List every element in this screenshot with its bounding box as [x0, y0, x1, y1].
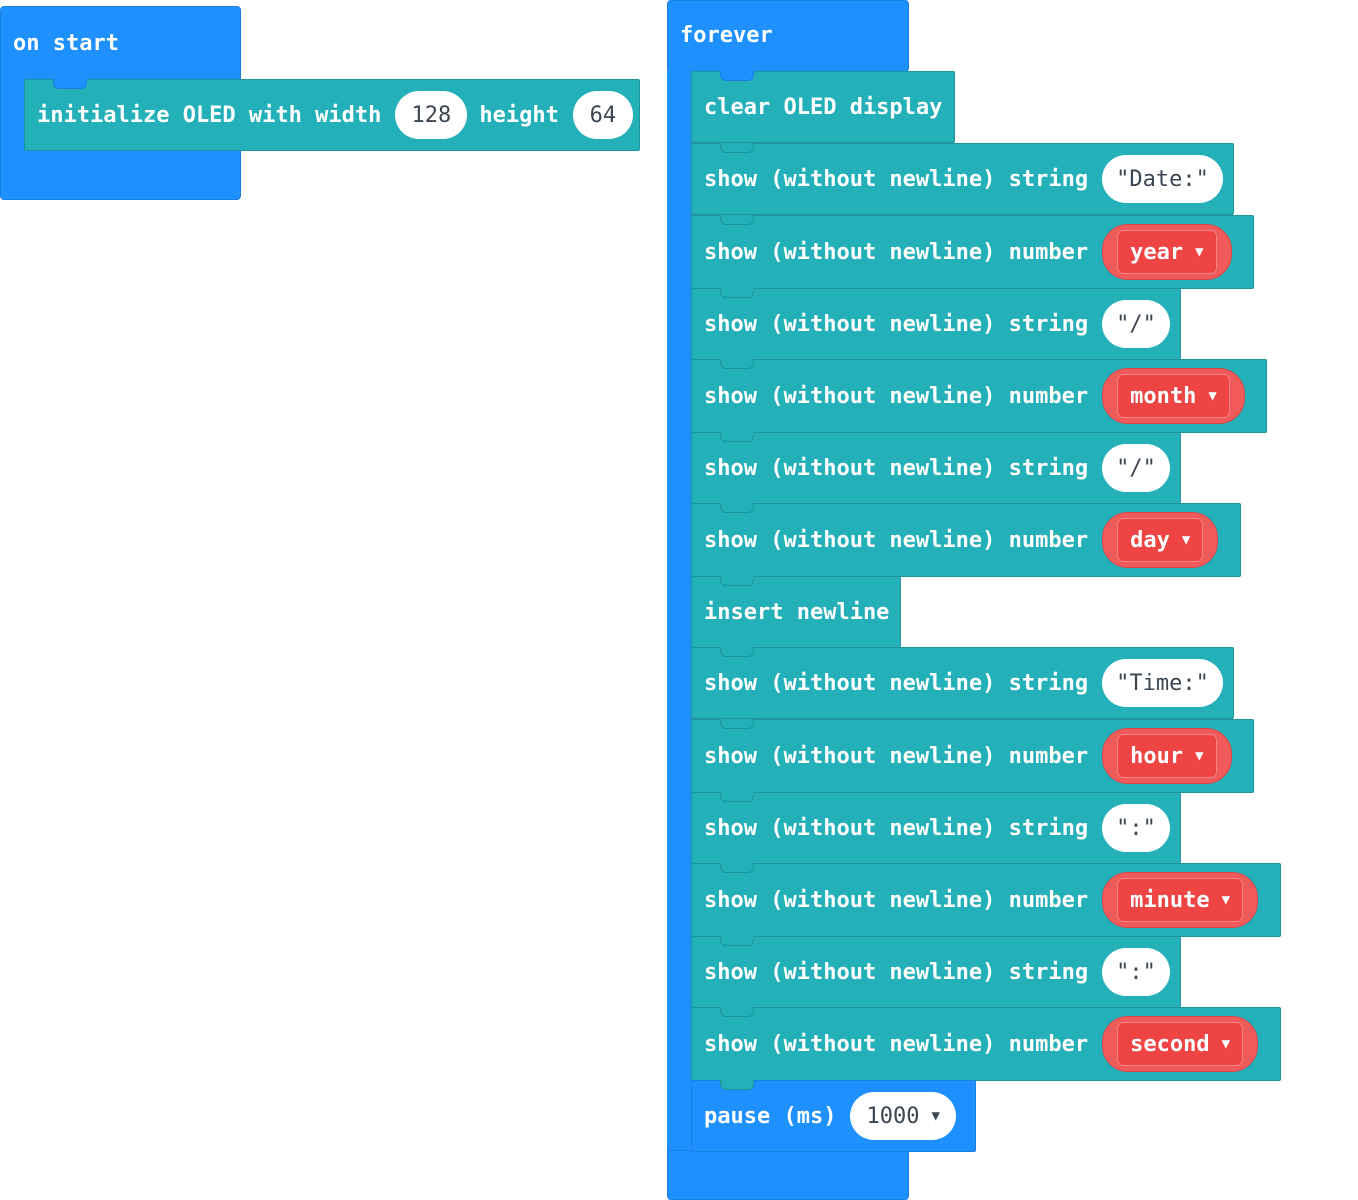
variable-dropdown[interactable]: minute ▼	[1117, 878, 1244, 922]
variable-dropdown[interactable]: day ▼	[1117, 518, 1204, 562]
pause-label: pause (ms)	[704, 1103, 837, 1129]
show-string-label: show (without newline) string	[704, 959, 1089, 985]
show-number-block[interactable]: show (without newline) number minute ▼	[691, 863, 1281, 937]
forever-block[interactable]: forever	[667, 0, 909, 72]
width-input[interactable]: 128	[395, 91, 468, 139]
insert-newline-block[interactable]: insert newline	[691, 576, 901, 648]
variable-reporter[interactable]: year ▼	[1102, 224, 1232, 280]
show-number-label: show (without newline) number	[704, 383, 1089, 409]
show-string-label: show (without newline) string	[704, 455, 1089, 481]
show-string-label: show (without newline) string	[704, 166, 1089, 192]
block-notch	[720, 647, 754, 657]
block-notch	[720, 503, 754, 513]
caret-down-icon: ▼	[1221, 1036, 1231, 1052]
variable-reporter[interactable]: minute ▼	[1102, 872, 1259, 928]
pause-duration-dropdown[interactable]: 1000 ▼	[850, 1092, 956, 1140]
caret-down-icon: ▼	[1195, 748, 1204, 764]
variable-reporter[interactable]: day ▼	[1102, 512, 1219, 568]
variable-name: minute	[1130, 887, 1210, 913]
block-notch	[720, 359, 754, 369]
show-string-block[interactable]: show (without newline) string "Date:"	[691, 143, 1234, 215]
show-string-block[interactable]: show (without newline) string ":"	[691, 936, 1181, 1008]
variable-dropdown[interactable]: month ▼	[1117, 374, 1230, 418]
variable-dropdown[interactable]: year ▼	[1117, 230, 1217, 274]
show-string-label: show (without newline) string	[704, 311, 1089, 337]
string-input[interactable]: "Date:"	[1102, 155, 1223, 203]
block-notch	[720, 792, 754, 802]
height-label: height	[479, 102, 559, 128]
string-value: :	[1129, 959, 1143, 985]
block-notch	[720, 1080, 754, 1090]
show-string-label: show (without newline) string	[704, 670, 1089, 696]
show-number-label: show (without newline) number	[704, 743, 1089, 769]
string-value: /	[1129, 311, 1143, 337]
show-number-block[interactable]: show (without newline) number month ▼	[691, 359, 1267, 433]
show-string-block[interactable]: show (without newline) string "/"	[691, 288, 1181, 360]
variable-name: hour	[1130, 743, 1184, 769]
string-input[interactable]: "/"	[1102, 300, 1170, 348]
block-notch	[720, 143, 754, 153]
string-value: /	[1129, 455, 1143, 481]
variable-name: month	[1130, 383, 1197, 409]
forever-block-bottom	[667, 1150, 909, 1200]
variable-reporter[interactable]: hour ▼	[1102, 728, 1232, 784]
string-value: :	[1129, 815, 1143, 841]
pause-value: 1000	[866, 1103, 920, 1129]
show-number-label: show (without newline) number	[704, 887, 1089, 913]
variable-dropdown[interactable]: second ▼	[1117, 1022, 1244, 1066]
caret-down-icon: ▼	[1221, 892, 1231, 908]
string-value: Date:	[1129, 166, 1196, 192]
string-input[interactable]: "Time:"	[1102, 659, 1223, 707]
block-notch	[720, 1007, 754, 1017]
init-oled-label: initialize OLED with width	[37, 102, 382, 128]
block-notch	[720, 719, 754, 729]
on-start-label: on start	[13, 31, 119, 56]
show-number-label: show (without newline) number	[704, 239, 1089, 265]
variable-name: day	[1130, 527, 1170, 553]
clear-oled-block[interactable]: clear OLED display	[691, 71, 955, 143]
string-input[interactable]: ":"	[1102, 948, 1170, 996]
caret-down-icon: ▼	[931, 1108, 940, 1124]
block-notch	[720, 215, 754, 225]
string-input[interactable]: ":"	[1102, 804, 1170, 852]
block-notch	[720, 863, 754, 873]
variable-reporter[interactable]: month ▼	[1102, 368, 1245, 424]
show-string-block[interactable]: show (without newline) string ":"	[691, 792, 1181, 864]
forever-label: forever	[680, 23, 773, 48]
show-number-block[interactable]: show (without newline) number year ▼	[691, 215, 1254, 289]
show-number-label: show (without newline) number	[704, 1031, 1089, 1057]
variable-dropdown[interactable]: hour ▼	[1117, 734, 1217, 778]
block-notch	[53, 79, 87, 89]
show-number-block[interactable]: show (without newline) number second ▼	[691, 1007, 1281, 1081]
show-number-label: show (without newline) number	[704, 527, 1089, 553]
height-input[interactable]: 64	[572, 91, 633, 139]
clear-oled-label: clear OLED display	[704, 94, 943, 120]
string-input[interactable]: "/"	[1102, 444, 1170, 492]
block-notch	[720, 71, 754, 81]
variable-name: second	[1130, 1031, 1210, 1057]
caret-down-icon: ▼	[1195, 244, 1204, 260]
block-notch	[720, 432, 754, 442]
block-notch	[720, 576, 754, 586]
pause-block[interactable]: pause (ms) 1000 ▼	[691, 1080, 976, 1152]
show-string-block[interactable]: show (without newline) string "Time:"	[691, 647, 1234, 719]
show-number-block[interactable]: show (without newline) number day ▼	[691, 503, 1241, 577]
show-number-block[interactable]: show (without newline) number hour ▼	[691, 719, 1254, 793]
caret-down-icon: ▼	[1181, 532, 1191, 548]
variable-reporter[interactable]: second ▼	[1102, 1016, 1259, 1072]
block-notch	[720, 288, 754, 298]
forever-rail	[667, 70, 693, 1160]
insert-newline-label: insert newline	[704, 599, 890, 625]
string-value: Time:	[1129, 670, 1196, 696]
show-string-label: show (without newline) string	[704, 815, 1089, 841]
variable-name: year	[1130, 239, 1184, 265]
block-notch	[720, 936, 754, 946]
caret-down-icon: ▼	[1208, 388, 1217, 404]
initialize-oled-block[interactable]: initialize OLED with width 128 height 64	[24, 79, 640, 151]
show-string-block[interactable]: show (without newline) string "/"	[691, 432, 1181, 504]
